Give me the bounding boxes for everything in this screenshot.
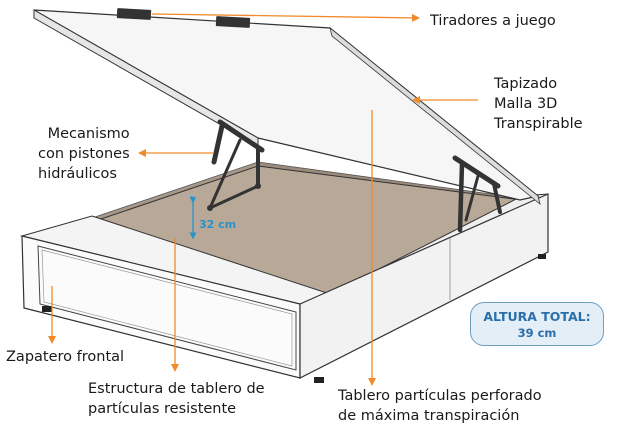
callout-handles (151, 13, 420, 22)
label-front-storage: Zapatero frontal (6, 349, 125, 365)
frame-right-face (299, 193, 549, 379)
front-drawer-panel (37, 245, 297, 371)
total-height-badge: ALTURA TOTAL: 39 cm (470, 302, 604, 346)
front-drawer-inner (41, 249, 293, 367)
lid-edge-right (329, 26, 541, 206)
label-frame: Estructura de tablero de partículas resi… (88, 381, 265, 417)
label-upholstery: Tapizado Malla 3D Transpirable (494, 76, 583, 132)
foot-left (42, 306, 52, 312)
label-handles: Tiradores a juego (430, 13, 556, 29)
handle-left (116, 8, 152, 20)
label-mechanism: Mecanismo con pistones hidráulicos (38, 126, 130, 182)
label-base-board: Tablero partículas perforado de máxima t… (338, 388, 542, 424)
left-piston (207, 119, 265, 211)
handle-right (215, 16, 251, 28)
foot-right (538, 254, 546, 259)
right-piston (452, 155, 502, 233)
foot-center (314, 377, 324, 383)
total-height-value: 39 cm (517, 326, 557, 340)
opening-height-label: 32 cm (199, 218, 237, 231)
total-height-title: ALTURA TOTAL: (483, 309, 591, 324)
